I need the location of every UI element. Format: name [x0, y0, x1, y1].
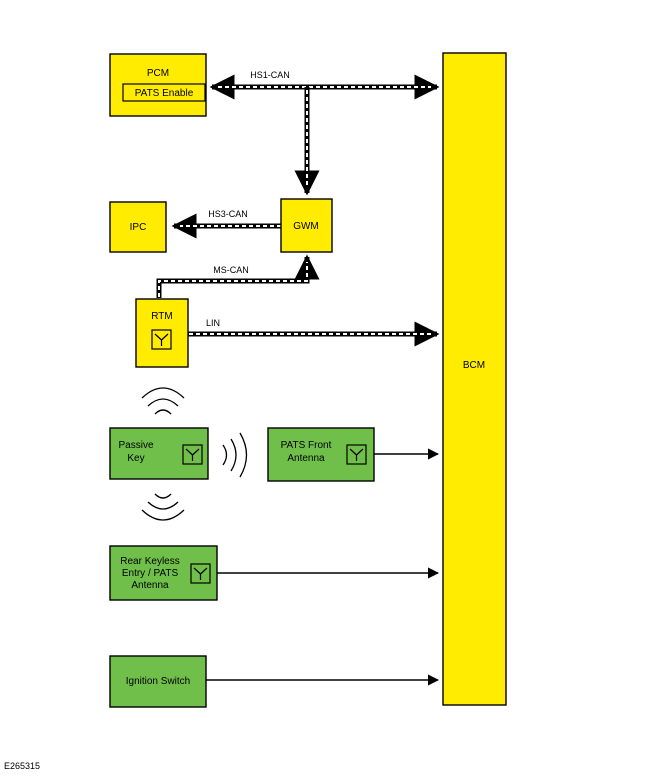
rear-keyless-label-line1: Rear Keyless: [120, 556, 179, 567]
pcm-module: [109, 53, 207, 117]
lin-label: LIN: [206, 318, 220, 328]
bcm-label: BCM: [463, 360, 485, 371]
rear-keyless-antenna-icon: [190, 563, 211, 584]
gwm-module: [280, 198, 333, 253]
bcm-module: [442, 52, 507, 706]
pats-front-label-line1: PATS Front: [281, 440, 332, 451]
wireless-signal-icon-lower: [141, 493, 185, 521]
gwm-label: GWM: [293, 221, 319, 232]
figure-id: E265315: [4, 761, 40, 771]
passive-key-label-line1: Passive: [118, 440, 153, 451]
pats-enable-label: PATS Enable: [135, 88, 194, 99]
rear-keyless-label-line2: Entry / PATS: [122, 568, 179, 579]
ms-can-bus: [156, 254, 320, 298]
rtm-label: RTM: [151, 311, 172, 322]
pats-enable-box: [122, 83, 206, 102]
hs1-can-label: HS1-CAN: [250, 70, 290, 80]
ipc-module: [109, 201, 167, 253]
pcm-label: PCM: [147, 68, 169, 79]
wireless-signal-icon-upper: [141, 387, 185, 415]
rtm-module: [135, 298, 189, 368]
rtm-antenna-icon: [151, 329, 172, 350]
rear-keyless-label-line3: Antenna: [131, 580, 169, 591]
ms-can-label: MS-CAN: [213, 265, 249, 275]
ignition-switch-label: Ignition Switch: [126, 676, 190, 687]
passive-key-label-line2: Key: [127, 453, 144, 464]
ignition-switch: [109, 655, 207, 708]
passive-key-antenna-icon: [182, 444, 203, 465]
hs3-can-label: HS3-CAN: [208, 209, 248, 219]
wireless-signal-icon-right: [222, 432, 248, 478]
pats-front-antenna-icon: [346, 444, 367, 465]
pats-front-label-line2: Antenna: [287, 453, 325, 464]
ipc-label: IPC: [130, 222, 147, 233]
